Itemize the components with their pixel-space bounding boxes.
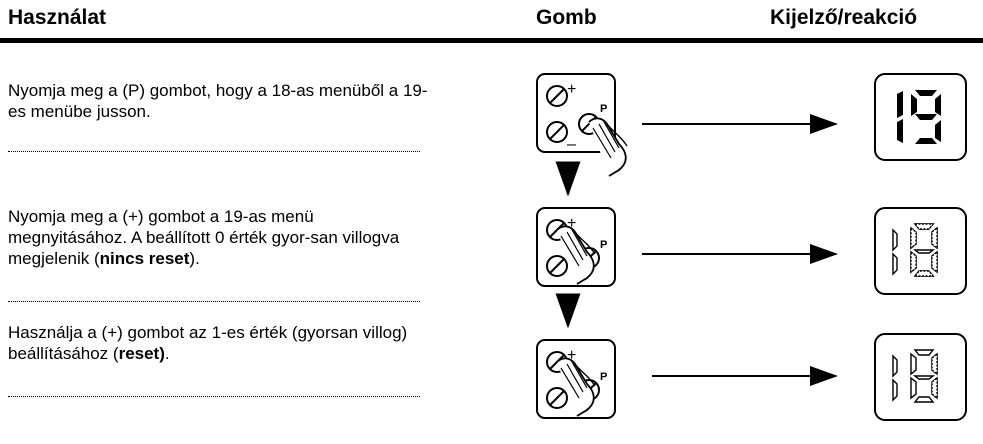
step-3-divider xyxy=(8,396,420,397)
minus-label: – xyxy=(567,136,576,153)
keypad-icon: + – P xyxy=(536,73,628,177)
seven-segment-display-icon xyxy=(874,73,967,161)
seven-segment-display-icon xyxy=(874,333,967,421)
step-2-divider xyxy=(8,301,420,302)
plus-label: + xyxy=(567,347,576,364)
column-header-usage: Használat xyxy=(8,6,107,29)
p-label: P xyxy=(600,239,607,251)
plus-label: + xyxy=(567,215,576,232)
step-1-text: Nyomja meg a (P) gombot, hogy a 18-as me… xyxy=(8,81,428,121)
keypad-icon: + P xyxy=(536,207,616,287)
step-1-divider xyxy=(8,151,420,152)
column-header-button: Gomb xyxy=(536,6,597,29)
step-2-text: Nyomja meg a (+) gombot a 19-as menü meg… xyxy=(8,207,400,268)
column-header-display: Kijelző/reakció xyxy=(770,6,918,29)
p-label: P xyxy=(600,103,607,115)
keypad-icon: + P xyxy=(536,339,616,419)
header-rule xyxy=(0,38,983,43)
plus-label: + xyxy=(567,81,576,98)
p-label: P xyxy=(600,371,607,383)
step-3-text: Használja a (+) gombot az 1-es érték (gy… xyxy=(8,323,408,363)
seven-segment-display-icon xyxy=(874,207,967,295)
